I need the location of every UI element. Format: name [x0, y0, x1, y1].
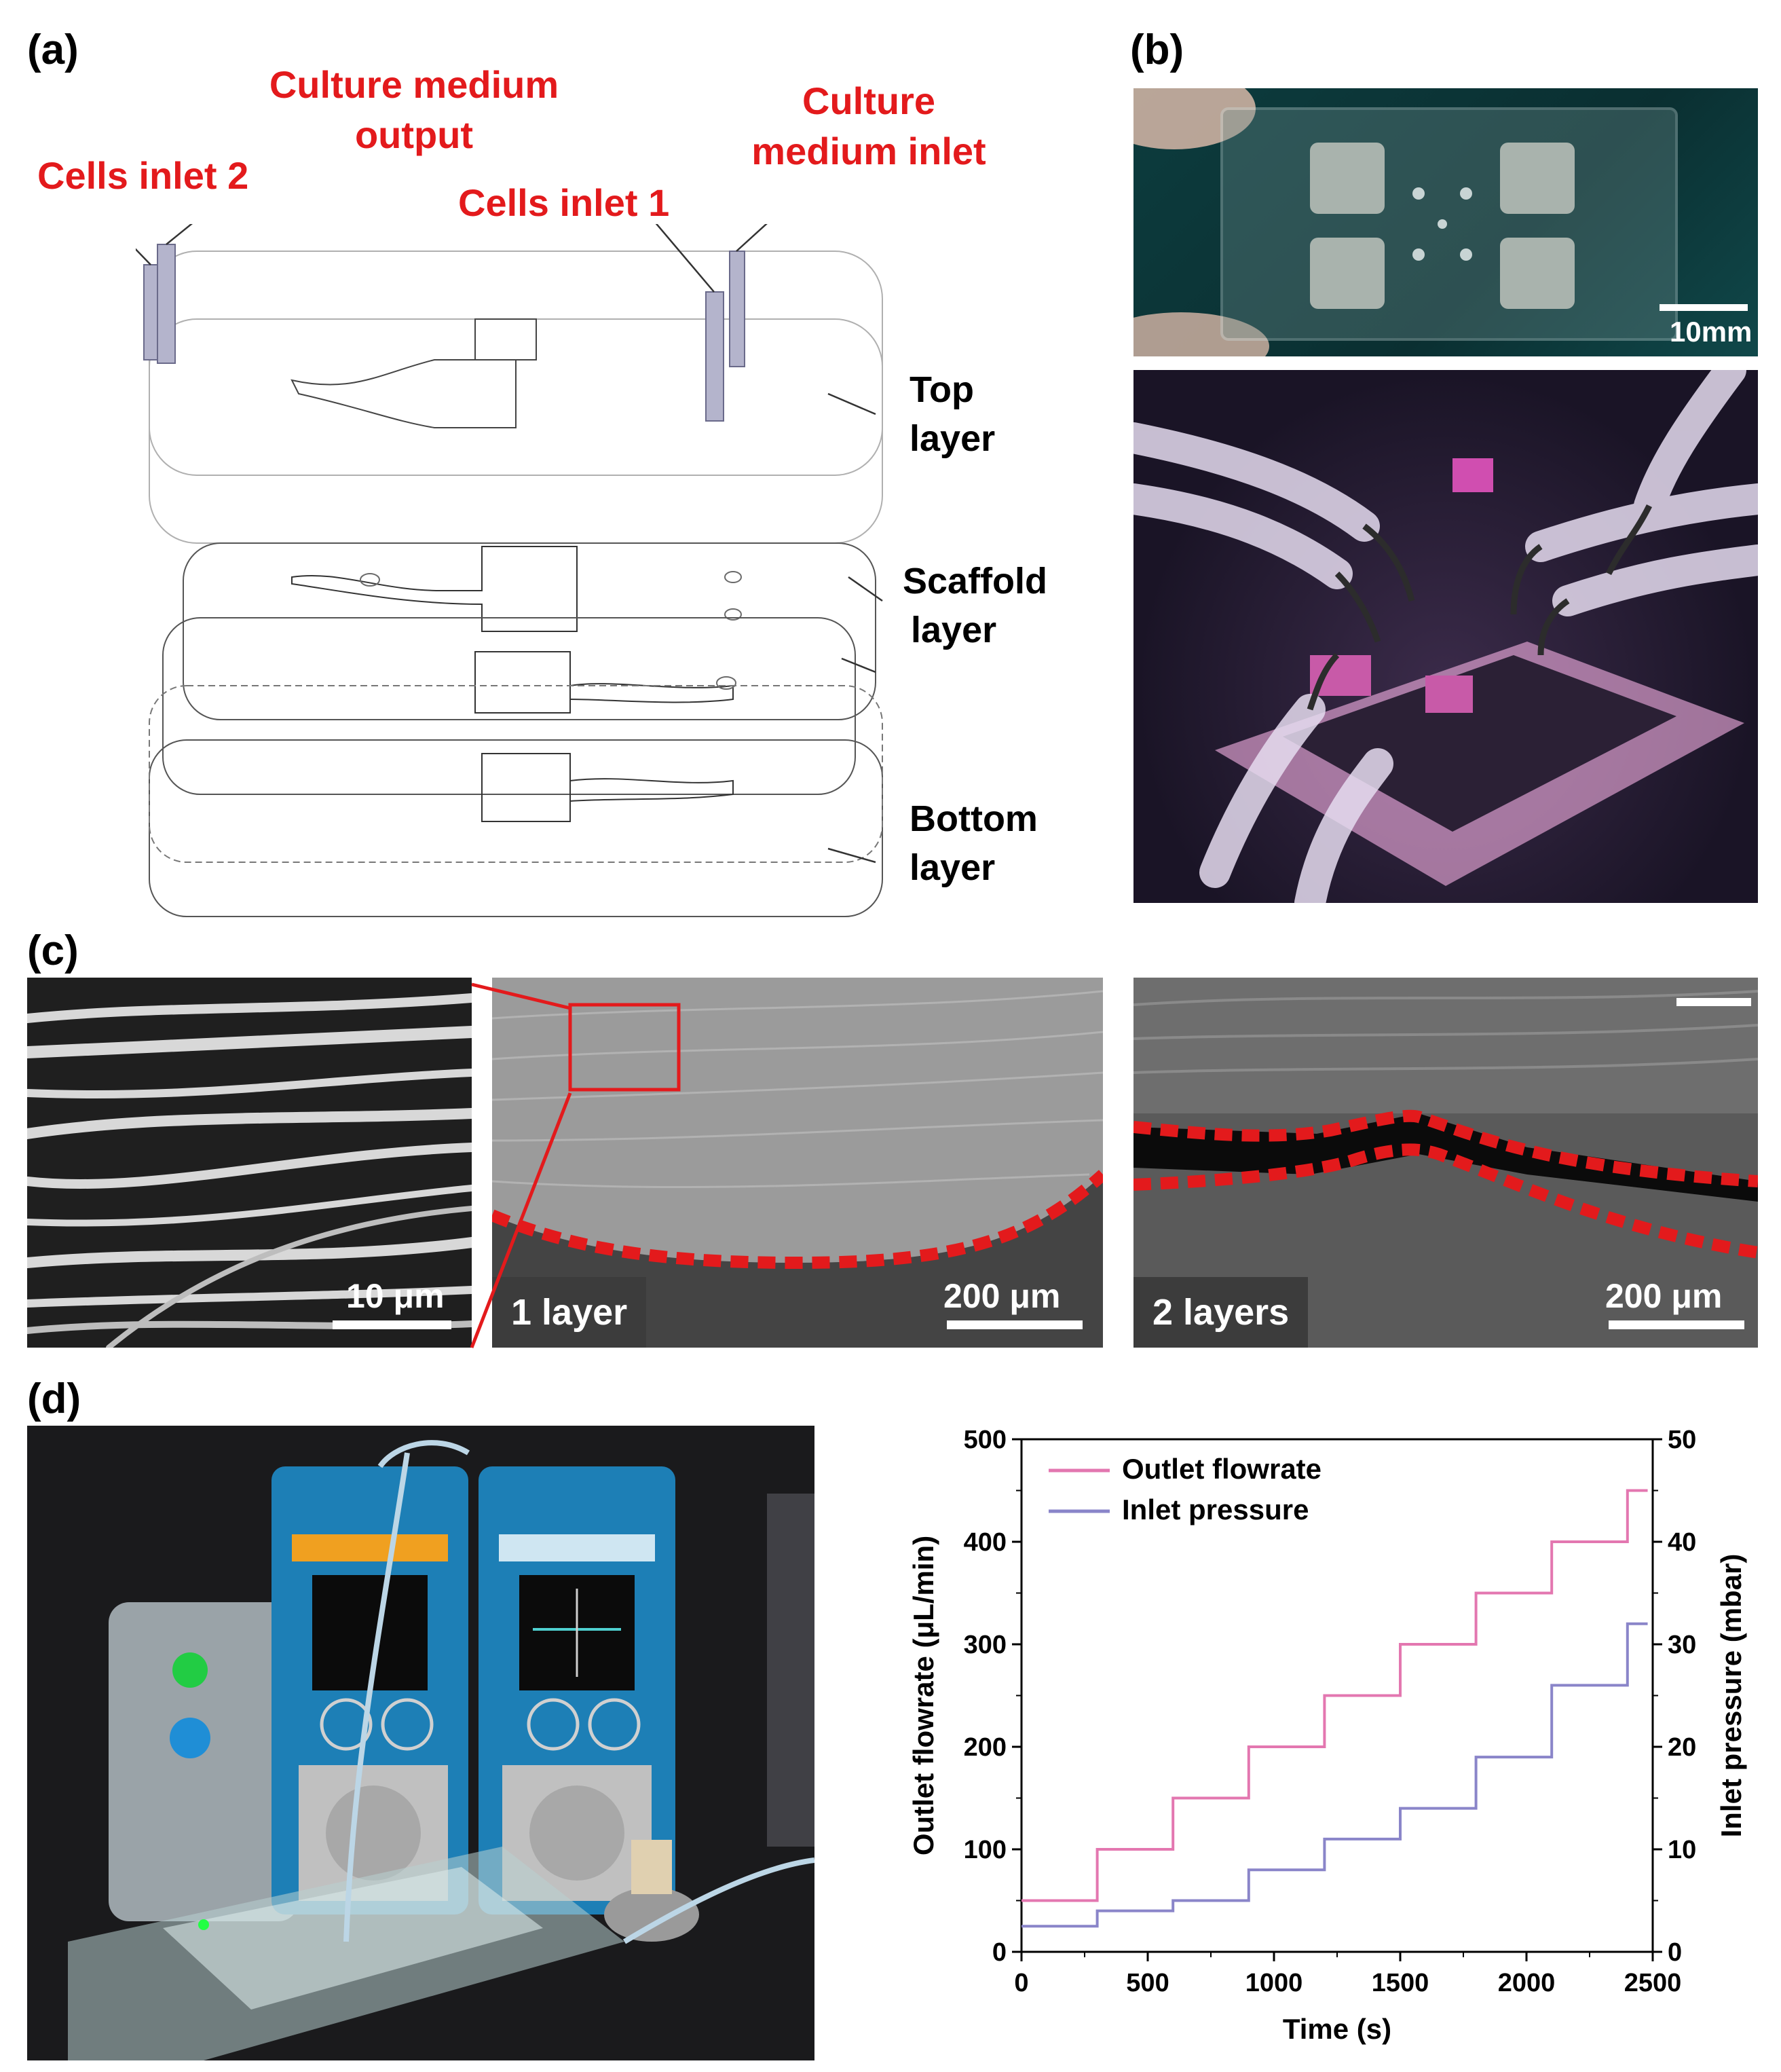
- y-tick-label: 500: [964, 1426, 1007, 1454]
- scale-200um-1: 200 μm: [943, 1277, 1061, 1315]
- x-tick-label: 1000: [1245, 1969, 1303, 1997]
- x-tick-label: 2000: [1498, 1969, 1556, 1997]
- series-line-inlet-pressure: [1021, 1622, 1648, 1928]
- panel-c-letter: (c): [27, 927, 79, 974]
- y2-tick-label: 40: [1668, 1528, 1696, 1557]
- y2-tick-label: 50: [1668, 1426, 1696, 1454]
- tag-2-layers: 2 layers: [1133, 1277, 1309, 1348]
- panel-d-letter: (d): [27, 1375, 81, 1422]
- fluigent-setup-photo: [27, 1426, 814, 2060]
- label-culture-medium-inlet: Culture medium inlet: [751, 79, 986, 172]
- y2-tick-label: 0: [1668, 1938, 1682, 1967]
- panel-a-letter: (a): [27, 26, 79, 73]
- y2-tick-label: 30: [1668, 1631, 1696, 1659]
- x-tick-label: 0: [1014, 1969, 1028, 1997]
- y-tick-label: 400: [964, 1528, 1007, 1557]
- legend-label: Inlet pressure: [1122, 1494, 1309, 1525]
- scale-10um: 10 μm: [346, 1277, 445, 1315]
- sem-fibers-closeup: 10 μm: [27, 978, 472, 1348]
- label-top-layer: Top layer: [910, 369, 996, 459]
- sem-one-layer: 200 μm 1 layer: [492, 978, 1103, 1348]
- chip-exploded-diagram: [136, 224, 883, 917]
- scalebar-10um-bar: [333, 1320, 451, 1329]
- scalebar-200um-bar-2: [1609, 1320, 1744, 1329]
- series-line-outlet-flowrate: [1021, 1489, 1648, 1902]
- chip-photo-top: 10mm: [1133, 88, 1758, 356]
- label-cells-inlet-1: Cells inlet 1: [458, 181, 670, 224]
- panel-b-letter: (b): [1130, 26, 1184, 73]
- y-tick-label: 300: [964, 1631, 1007, 1659]
- zoom-connector: [470, 982, 572, 1348]
- chip-photo-perfusion: [1133, 370, 1758, 903]
- y-axis-title: Outlet flowrate (μL/min): [907, 1536, 939, 1855]
- x-tick-label: 500: [1126, 1969, 1169, 1997]
- y2-tick-label: 20: [1668, 1733, 1696, 1762]
- y-tick-label: 0: [992, 1938, 1007, 1967]
- y2-tick-label: 10: [1668, 1836, 1696, 1864]
- label-bottom-layer: Bottom layer: [910, 798, 1038, 888]
- label-cells-inlet-2: Cells inlet 2: [37, 154, 249, 197]
- x-axis-title: Time (s): [1283, 2013, 1391, 2045]
- scalebar-200um-bar-1: [947, 1320, 1083, 1329]
- scale-10mm: 10mm: [1670, 316, 1752, 348]
- scale-200um-2: 200 μm: [1605, 1277, 1723, 1315]
- tag-1-layer: 1 layer: [492, 1277, 647, 1348]
- x-tick-label: 2500: [1624, 1969, 1682, 1997]
- label-scaffold-layer: Scaffold layer: [903, 561, 1048, 650]
- label-culture-medium-output: Culture medium output: [269, 63, 559, 156]
- x-tick-label: 1500: [1372, 1969, 1429, 1997]
- y2-axis-title: Inlet pressure (mbar): [1715, 1554, 1747, 1838]
- legend-label: Outlet flowrate: [1122, 1453, 1321, 1485]
- y-tick-label: 200: [964, 1733, 1007, 1762]
- sem-two-layers: 200 μm 2 layers: [1133, 978, 1758, 1348]
- y-tick-label: 100: [964, 1836, 1007, 1864]
